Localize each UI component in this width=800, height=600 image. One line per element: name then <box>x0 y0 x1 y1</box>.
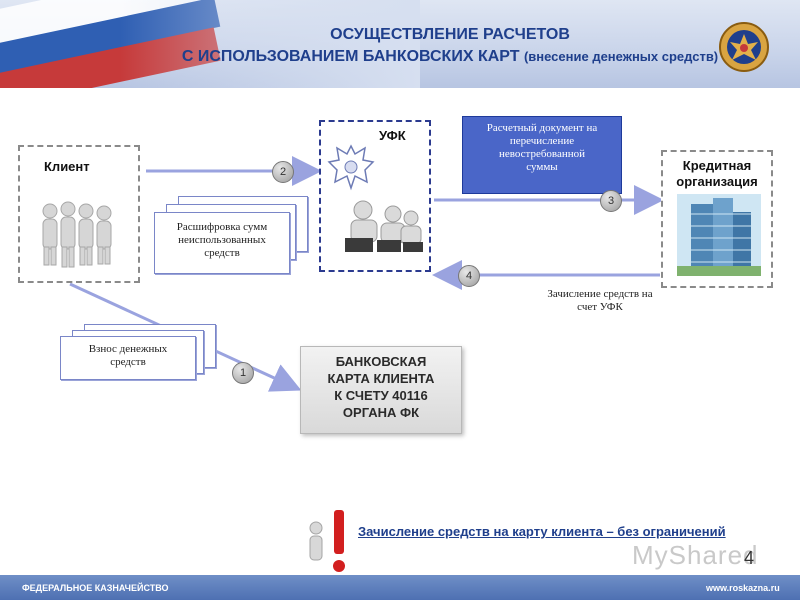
card-line: К СЧЕТУ 40116 <box>334 388 428 403</box>
card-line: ОРГАНА ФК <box>342 405 420 420</box>
deposit-doc-line: средств <box>110 356 146 368</box>
slide-number: 4 <box>744 548 755 568</box>
footer-url: www.roskazna.ru <box>706 583 780 593</box>
header-banner <box>0 0 800 88</box>
payment-doc-line: Расчетный документ на <box>486 122 598 134</box>
exclamation-person-icon <box>309 510 345 572</box>
credit-label-line: счет УФК <box>577 301 623 313</box>
step-2-badge: 2 <box>272 161 294 183</box>
footer-org-name: ФЕДЕРАЛЬНОЕ КАЗНАЧЕЙСТВО <box>22 583 169 593</box>
credit-label: Зачисление средств на счет УФК <box>530 288 670 314</box>
decode-doc-line: средств <box>204 247 240 259</box>
deposit-doc-line: Взнос денежных <box>88 343 168 355</box>
payment-doc-line: суммы <box>526 161 558 173</box>
treasury-emblem-icon <box>719 22 769 72</box>
note-text-content: Зачисление средств на карту клиента – бе… <box>358 524 726 539</box>
ufk-node: УФК <box>319 120 431 272</box>
client-label: Клиент <box>44 159 90 174</box>
bank-building-icon <box>677 194 761 276</box>
deposit-document: Взнос денежных средств <box>60 336 196 380</box>
bank-label-line2: организация <box>676 174 758 189</box>
ufk-label: УФК <box>379 128 406 143</box>
payment-doc-line: перечисление <box>509 135 575 147</box>
eagle-emblem-icon <box>327 144 375 191</box>
decode-document: Расшифровка сумм неиспользованных средст… <box>154 212 290 274</box>
decode-doc-line: неиспользованных <box>178 234 266 246</box>
card-line: БАНКОВСКАЯ <box>335 354 427 369</box>
step-3-badge: 3 <box>600 190 622 212</box>
footer-bar: ФЕДЕРАЛЬНОЕ КАЗНАЧЕЙСТВО www.roskazna.ru <box>0 575 800 600</box>
operators-icon <box>345 200 423 252</box>
step-4-badge: 4 <box>458 265 480 287</box>
credit-label-line: Зачисление средств на <box>547 288 653 300</box>
page-title-paren: (внесение денежных средств) <box>523 49 719 64</box>
card-line: КАРТА КЛИЕНТА <box>327 371 435 386</box>
header-fade <box>120 0 420 88</box>
bank-card-plate: БАНКОВСКАЯ КАРТА КЛИЕНТА К СЧЕТУ 40116 О… <box>300 346 462 434</box>
bank-node: Кредитная организация <box>661 150 773 288</box>
watermark: MyShared <box>632 540 759 570</box>
page-title-line1: ОСУЩЕСТВЛЕНИЕ РАСЧЕТОВ <box>330 26 570 43</box>
page-title-main: С ИСПОЛЬЗОВАНИЕМ БАНКОВСКИХ КАРТ <box>181 48 520 65</box>
decode-doc-line: Расшифровка сумм <box>176 221 268 233</box>
client-node: Клиент <box>18 145 140 283</box>
note-text: Зачисление средств на карту клиента – бе… <box>358 524 726 539</box>
bank-label-line1: Кредитная <box>682 158 752 173</box>
step-1-badge: 1 <box>232 362 254 384</box>
people-group-icon <box>42 201 112 268</box>
payment-doc-line: невостребованной <box>498 148 586 160</box>
payment-document-callout: Расчетный документ на перечисление невос… <box>462 116 622 194</box>
page-title-line2: С ИСПОЛЬЗОВАНИЕМ БАНКОВСКИХ КАРТ (внесен… <box>150 48 750 66</box>
